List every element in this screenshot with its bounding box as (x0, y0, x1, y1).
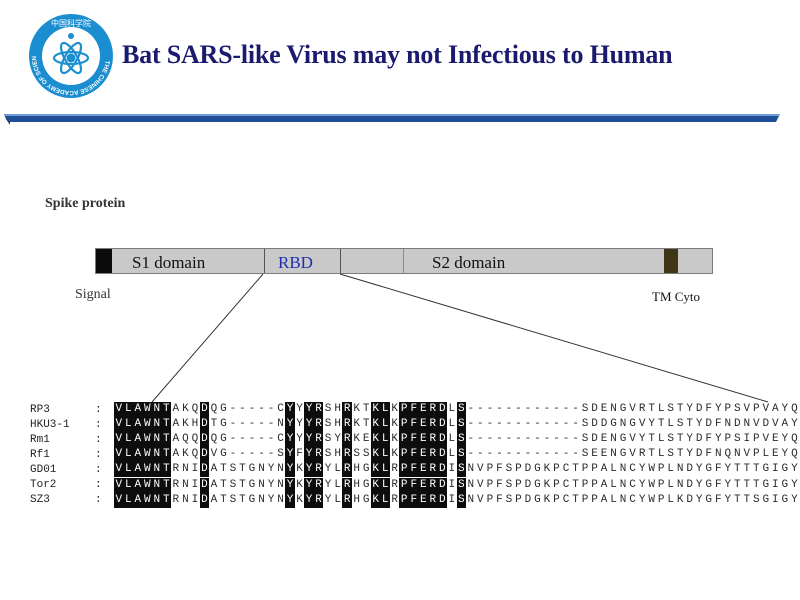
signal-label: Signal (75, 287, 111, 302)
sequence-name: HKU3-1 (30, 418, 70, 431)
page-title: Bat SARS-like Virus may not Infectious t… (122, 40, 673, 69)
s2-domain-label: S2 domain (432, 253, 506, 272)
sequence-name: Tor2 (30, 479, 57, 492)
sequence-name: Rm1 (30, 433, 50, 446)
sequence-name: SZ3 (30, 494, 50, 507)
rbd-segment (264, 249, 341, 273)
atom-icon (52, 33, 90, 75)
sequence-separator: : (95, 418, 102, 431)
spike-protein-label: Spike protein (45, 196, 126, 211)
logo-chinese-text: 中国科学院 (51, 18, 91, 28)
sequence-separator: : (95, 463, 102, 476)
sequence-name: Rf1 (30, 448, 50, 461)
signal-peptide-segment (96, 249, 112, 273)
sequence-name: RP3 (30, 403, 50, 416)
sequence-separator: : (95, 479, 102, 492)
rbd-label: RBD (278, 253, 313, 272)
title-divider (4, 114, 780, 125)
sequence-separator: : (95, 448, 102, 461)
s1-domain-label: S1 domain (132, 253, 206, 272)
spike-protein-bar: S1 domain RBD S2 domain (95, 248, 713, 274)
sequence-name: GD01 (30, 463, 57, 476)
sequence-separator: : (95, 494, 102, 507)
tm-cyto-label: TM Cyto (652, 289, 701, 304)
domain-divider (403, 249, 404, 273)
sequence-separator: : (95, 403, 102, 416)
sequence-separator: : (95, 433, 102, 446)
tm-segment (664, 249, 678, 273)
cas-logo: THE CHINESE ACADEMY OF SCIENCES 中国科学院 (27, 12, 113, 98)
